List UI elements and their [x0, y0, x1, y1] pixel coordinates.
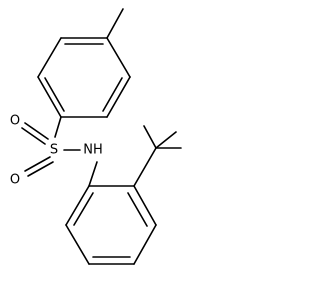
- atom-sulfur: S: [50, 143, 58, 158]
- bond-methyl: [106, 8, 124, 39]
- bond-ring2-b: [133, 185, 157, 226]
- bond-ring1-e-inner: [102, 77, 123, 112]
- bond-sulfur-o-upper-2: [21, 127, 46, 145]
- bond-ring-tbutyl: [133, 147, 157, 187]
- atom-o-upper: O: [10, 114, 20, 129]
- bond-ring2-c: [133, 224, 157, 265]
- bond-ring2-b-inner: [127, 192, 148, 227]
- bond-ring2-f-inner: [73, 192, 94, 226]
- bond-ring1-e: [106, 76, 131, 118]
- molecule-structure-diagram: O O S NH: [10, 8, 182, 265]
- bond-tbutyl-upper-right: [155, 131, 177, 149]
- bond-sulfur-o-lower-2: [27, 161, 54, 177]
- atom-nh: NH: [83, 143, 103, 158]
- bond-ring-sulfur: [54, 116, 62, 138]
- atom-labels: O O S NH: [10, 114, 103, 188]
- bond-ring2-f: [65, 185, 90, 226]
- bond-ring1-b: [37, 37, 62, 78]
- bond-tbutyl-top: [143, 125, 157, 149]
- bond-ring1-c: [37, 76, 62, 118]
- bond-nh-ring: [88, 161, 98, 187]
- bond-ring2-e: [65, 224, 90, 265]
- bond-sulfur-o-lower-1: [24, 156, 51, 172]
- bond-ring1-f: [106, 37, 131, 78]
- atom-o-lower: O: [10, 173, 20, 188]
- bond-ring1-c-inner: [44, 77, 65, 112]
- bond-lines: [21, 8, 182, 265]
- bond-sulfur-o-upper-1: [24, 122, 49, 140]
